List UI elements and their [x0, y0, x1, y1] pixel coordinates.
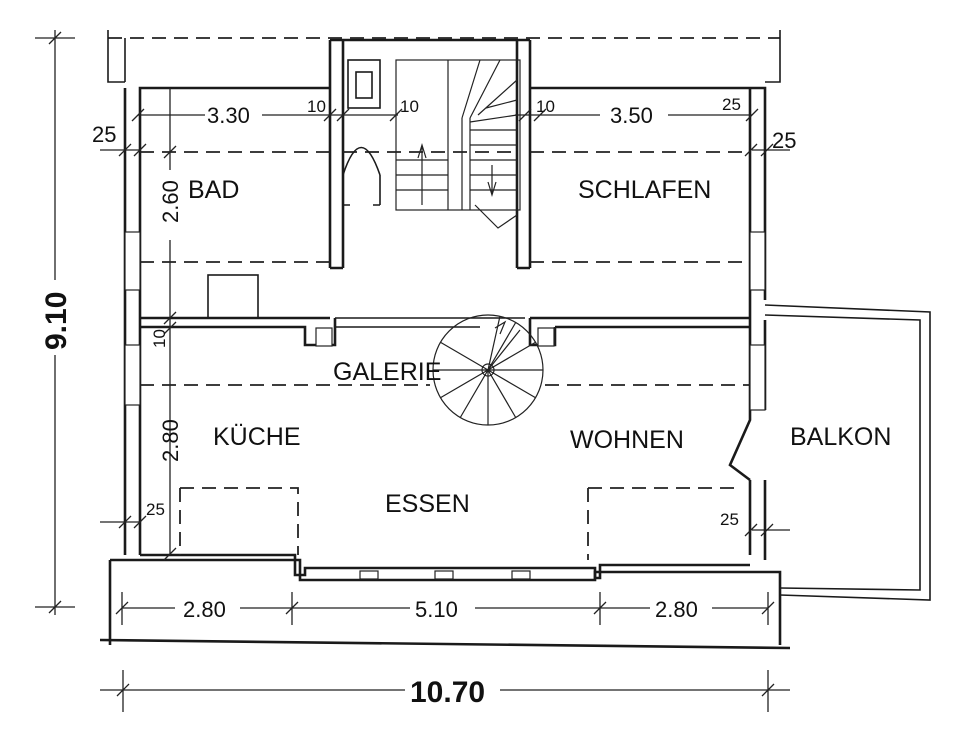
roof-slope-lines — [140, 151, 750, 560]
dim-wall-25-left: 25 — [92, 122, 116, 147]
dim-schlafen-width: 3.50 — [610, 103, 653, 128]
spiral-stair — [315, 314, 555, 426]
windows — [124, 231, 766, 580]
room-label-essen: ESSEN — [385, 490, 470, 518]
dim-bottom-right: 2.80 — [655, 597, 698, 622]
dim-bottom-left: 2.80 — [183, 597, 226, 622]
dim-wall-25-left-lower: 25 — [146, 500, 165, 519]
room-label-kueche: KÜCHE — [213, 423, 301, 451]
room-label-galerie: GALERIE — [333, 358, 441, 386]
bad-fixture — [207, 274, 259, 319]
outer-walls — [99, 38, 791, 650]
chimney — [342, 59, 381, 206]
dim-wall-10-right: 10 — [536, 97, 555, 116]
dim-bad-width: 3.30 — [207, 103, 250, 128]
dim-wall-10-vertical: 10 — [150, 329, 169, 348]
room-label-balkon: BALKON — [790, 423, 891, 451]
dimension-lines — [35, 30, 790, 712]
room-label-bad: BAD — [188, 176, 239, 204]
dim-wall-25-top-right: 25 — [722, 95, 741, 114]
room-label-wohnen: WOHNEN — [570, 426, 684, 454]
dim-wall-25-right: 25 — [772, 128, 796, 153]
dim-wall-10-left-b: 10 — [400, 97, 419, 116]
dim-kueche-depth: 2.80 — [158, 419, 183, 462]
dim-total-height: 9.10 — [40, 292, 73, 350]
dim-bottom-middle: 5.10 — [415, 597, 458, 622]
dim-wall-10-left-a: 10 — [307, 97, 326, 116]
dim-wall-25-right-lower: 25 — [720, 510, 739, 529]
straight-stair — [395, 59, 521, 229]
dim-total-width: 10.70 — [410, 676, 485, 709]
dim-bad-depth: 2.60 — [158, 180, 183, 223]
balcony-outline — [764, 304, 931, 601]
room-label-schlafen: SCHLAFEN — [578, 176, 711, 204]
roof-outline — [107, 30, 781, 83]
